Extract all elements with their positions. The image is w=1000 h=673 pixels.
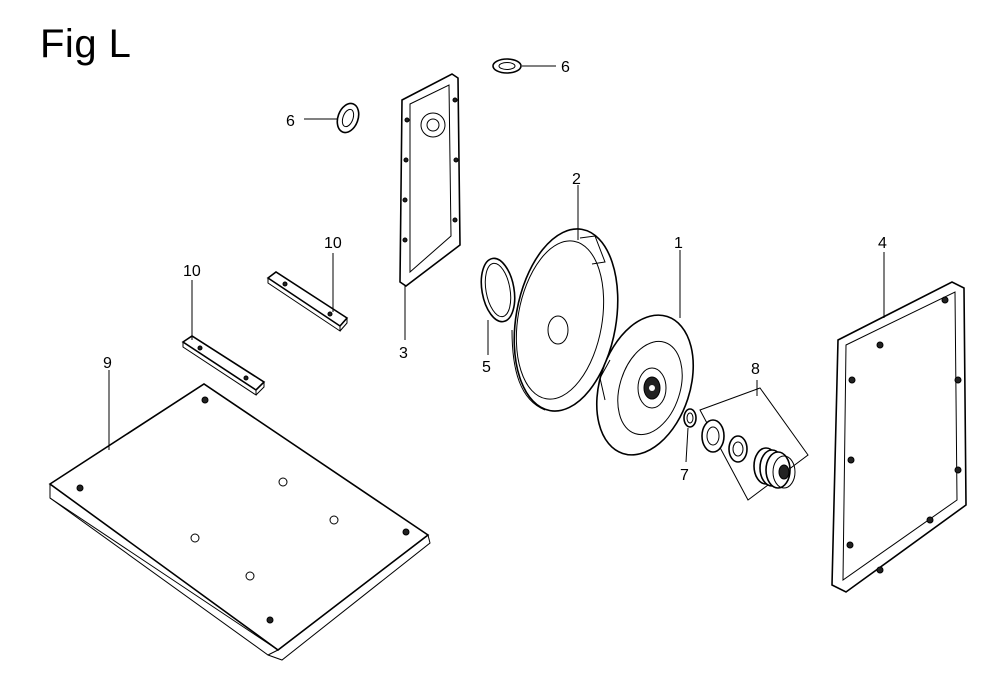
callout-8: 8 xyxy=(751,361,760,378)
callout-1: 1 xyxy=(674,235,683,252)
callout-3: 3 xyxy=(399,345,408,362)
part-10-plate-left xyxy=(181,280,266,396)
part-4-cover-gasket xyxy=(831,252,967,593)
part-3-gasket xyxy=(399,73,461,340)
part-6-washer-top xyxy=(492,58,556,74)
part-2-volute-housing xyxy=(511,185,619,412)
part-8-seal-set xyxy=(699,380,809,501)
callout-6-top: 6 xyxy=(561,59,570,76)
part-6-ring-left xyxy=(304,102,360,134)
callout-9: 9 xyxy=(103,355,112,372)
part-7-washer xyxy=(683,408,697,463)
callout-4: 4 xyxy=(878,235,887,252)
callout-2: 2 xyxy=(572,171,581,188)
callout-10-left: 10 xyxy=(183,263,201,280)
figure-title: Fig L xyxy=(40,22,132,66)
part-9-base-plate xyxy=(48,370,431,661)
part-10-plate-right xyxy=(266,253,349,332)
callout-6-left: 6 xyxy=(286,113,295,130)
callout-5: 5 xyxy=(482,359,491,376)
part-1-impeller xyxy=(595,250,695,456)
callout-10-right: 10 xyxy=(324,235,342,252)
part-5-o-ring xyxy=(480,257,516,355)
callout-7: 7 xyxy=(680,467,689,484)
